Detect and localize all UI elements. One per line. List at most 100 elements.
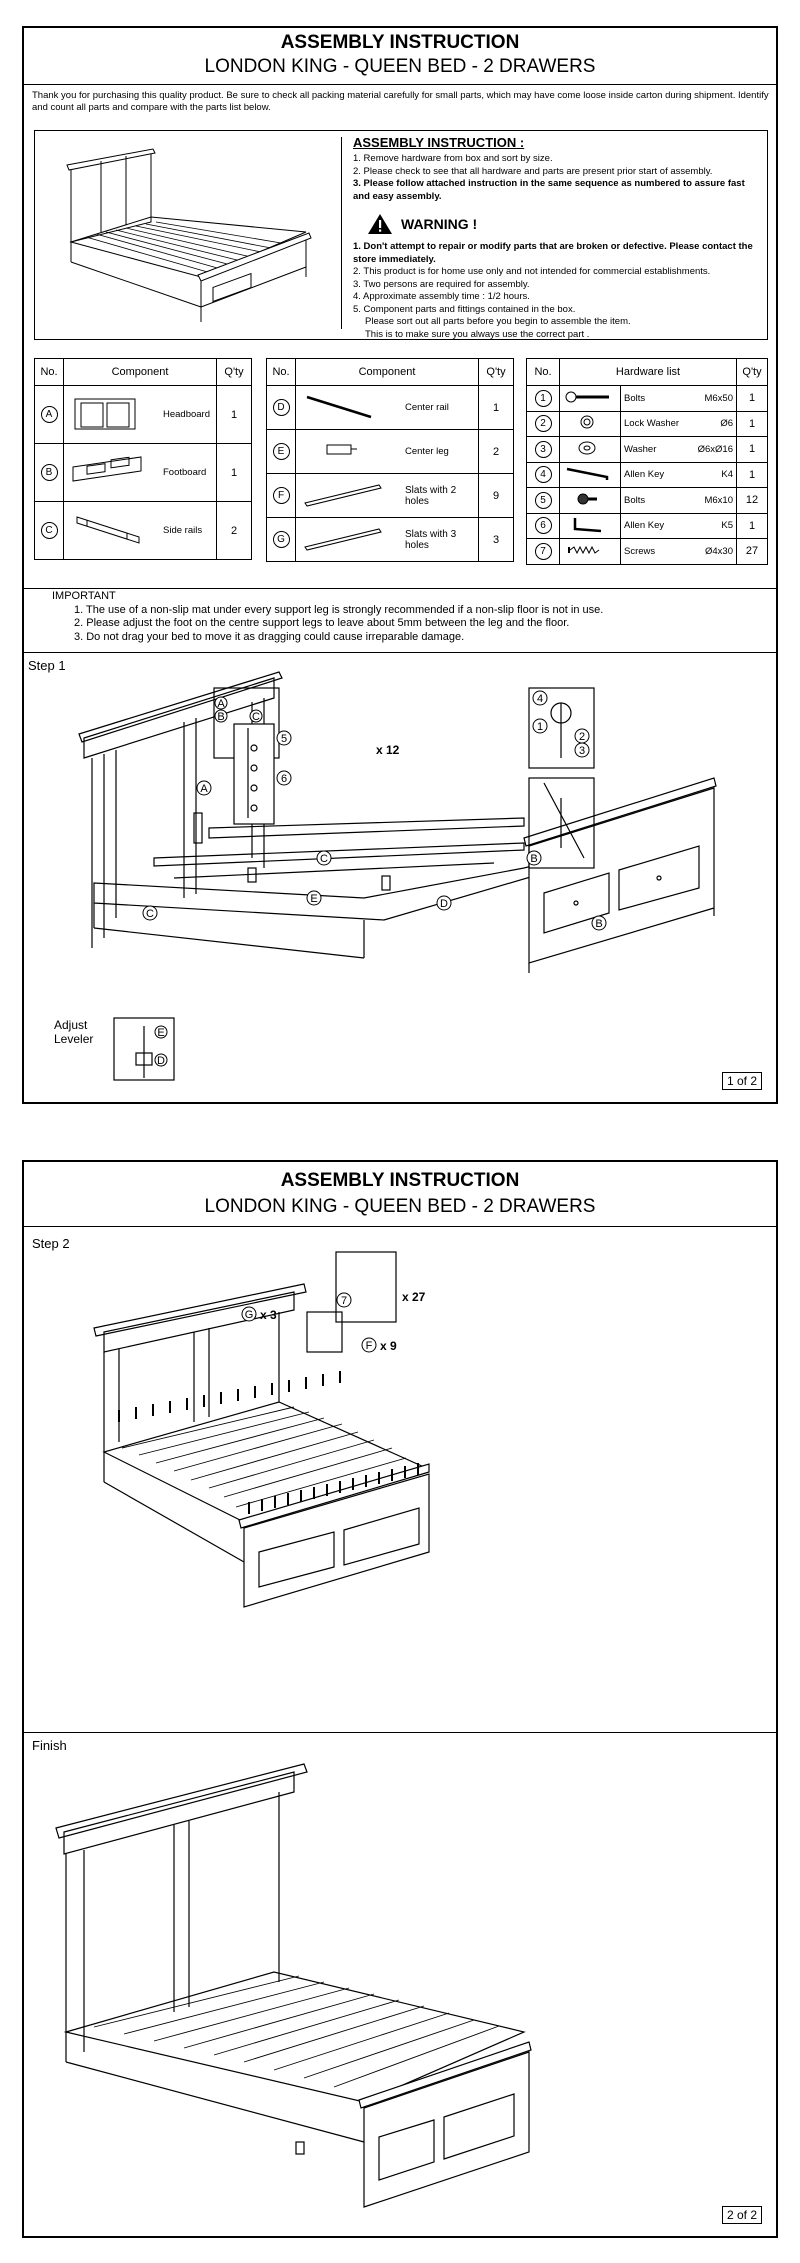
instruction-item: 1. Remove hardware from box and sort by … <box>353 153 553 164</box>
important-item: 2. Please adjust the foot on the centre … <box>74 617 570 629</box>
svg-text:A: A <box>217 698 225 710</box>
svg-text:A: A <box>200 783 208 795</box>
hardware-name: Allen Key <box>619 461 690 488</box>
important-title: IMPORTANT <box>52 590 116 602</box>
important-notes: IMPORTANT 1. The use of a non-slip mat u… <box>44 590 764 644</box>
table-row: F Slats with 2 holes 9 <box>266 473 514 518</box>
hardware-number: 6 <box>534 517 552 535</box>
instruction-box: ASSEMBLY INSTRUCTION : 1. Remove hardwar… <box>34 130 768 340</box>
page-number: 1 of 2 <box>721 1072 762 1090</box>
part-letter: G <box>272 531 290 548</box>
warning-icon <box>368 214 392 234</box>
col-header-no: No. <box>266 358 296 386</box>
hardware-size: M6x50 <box>689 385 737 412</box>
hardware-size: K5 <box>689 512 737 539</box>
hardware-name: Bolts <box>619 487 690 514</box>
table-row: B Footboard 1 <box>34 443 252 502</box>
hardware-size: K4 <box>689 461 737 488</box>
col-header-qty: Q'ty <box>478 358 514 386</box>
part-name: Slats with 3 holes <box>402 517 479 562</box>
table-row: E Center leg 2 <box>266 429 514 474</box>
hardware-qty: 1 <box>736 512 768 539</box>
col-header-qty: Q'ty <box>736 358 768 386</box>
svg-text:7: 7 <box>341 1295 347 1307</box>
hardware-qty: 1 <box>736 436 768 463</box>
svg-text:D: D <box>440 898 448 910</box>
part-qty: 1 <box>478 385 514 430</box>
col-header-qty: Q'ty <box>216 358 252 386</box>
instructions-list: 1. Remove hardware from box and sort by … <box>353 153 763 203</box>
svg-text:6: 6 <box>281 773 287 785</box>
table-row: 5 Bolts M6x10 12 <box>526 487 768 514</box>
col-header-component: Component <box>63 358 217 386</box>
bolt-icon <box>565 391 609 403</box>
part-name: Center rail <box>402 385 479 430</box>
hardware-number: 2 <box>534 415 552 433</box>
part-name: Center leg <box>402 429 479 474</box>
table-row: 4 Allen Key K4 1 <box>526 461 768 488</box>
slat-f-count: x 9 <box>380 1339 397 1353</box>
part-letter: F <box>272 487 290 504</box>
step-1-illustration: A C C E D B A B C 5 6 4 1 2 3 B E D <box>78 671 717 1081</box>
svg-text:C: C <box>320 853 328 865</box>
screw-count: x 27 <box>402 1290 426 1304</box>
svg-text:C: C <box>252 711 260 723</box>
svg-text:G: G <box>245 1309 254 1321</box>
part-qty: 1 <box>216 443 252 502</box>
svg-text:5: 5 <box>281 733 287 745</box>
components-table-a: No. Component Q'ty A Headboard 1 B Footb… <box>34 358 252 560</box>
svg-text:D: D <box>157 1055 165 1067</box>
part-letter: C <box>40 522 58 539</box>
part-letter: A <box>40 406 58 423</box>
warning-item: 4. Approximate assembly time : 1/2 hours… <box>353 291 530 302</box>
screw-icon <box>568 545 600 554</box>
page-title: ASSEMBLY INSTRUCTION <box>280 32 520 53</box>
part-letter: E <box>272 443 290 460</box>
hardware-qty: 27 <box>736 538 768 565</box>
table-row: D Center rail 1 <box>266 385 514 430</box>
hardware-qty: 12 <box>736 487 768 514</box>
hardware-size: Ø4x30 <box>689 538 737 565</box>
table-row: 7 Screws Ø4x30 27 <box>526 538 768 565</box>
warning-list: 1. Don't attempt to repair or modify par… <box>353 241 763 341</box>
table-row: G Slats with 3 holes 3 <box>266 517 514 562</box>
svg-text:E: E <box>157 1027 164 1039</box>
hardware-name: Washer <box>619 436 690 463</box>
hardware-size: Ø6 <box>689 410 737 437</box>
hardware-number: 1 <box>534 389 552 407</box>
slat-icon <box>304 528 382 551</box>
svg-text:C: C <box>146 908 154 920</box>
important-item: 3. Do not drag your bed to move it as dr… <box>74 630 465 643</box>
svg-text:B: B <box>530 853 537 865</box>
warning-item: 5. Component parts and fittings containe… <box>353 303 576 315</box>
svg-text:3: 3 <box>579 745 585 757</box>
allen-key-icon <box>566 468 609 481</box>
side-rail-icon <box>76 516 140 544</box>
page-title: ASSEMBLY INSTRUCTION <box>280 1170 520 1191</box>
hardware-qty: 1 <box>736 461 768 488</box>
part-qty: 3 <box>478 517 514 562</box>
table-row: 1 Bolts M6x50 1 <box>526 385 768 412</box>
part-name: Slats with 2 holes <box>402 473 479 518</box>
adjust-leveler-label: Adjust Leveler <box>54 1018 94 1046</box>
center-leg-icon <box>326 444 357 455</box>
part-name: Headboard <box>160 385 217 444</box>
intro-text: Thank you for purchasing this quality pr… <box>32 90 769 113</box>
part-name: Footboard <box>160 443 217 502</box>
slat-icon <box>304 484 382 507</box>
part-qty: 1 <box>216 385 252 444</box>
instructions-title: ASSEMBLY INSTRUCTION : <box>353 135 525 150</box>
headboard-icon <box>74 398 136 430</box>
hardware-size: Ø6xØ16 <box>689 436 737 463</box>
finished-bed-illustration <box>55 1763 532 2208</box>
table-row: 6 Allen Key K5 1 <box>526 512 768 539</box>
important-item: 1. The use of a non-slip mat under every… <box>74 603 604 616</box>
hardware-number: 7 <box>534 542 552 560</box>
step-2-label: Step 2 <box>32 1236 70 1251</box>
instruction-item: 2. Please check to see that all hardware… <box>353 165 713 177</box>
instruction-item: 3. Please follow attached instruction in… <box>353 178 745 202</box>
bed-illustration <box>41 137 342 329</box>
svg-text:4: 4 <box>537 693 543 705</box>
step-1-label: Step 1 <box>28 658 66 673</box>
col-header-no: No. <box>526 358 560 386</box>
